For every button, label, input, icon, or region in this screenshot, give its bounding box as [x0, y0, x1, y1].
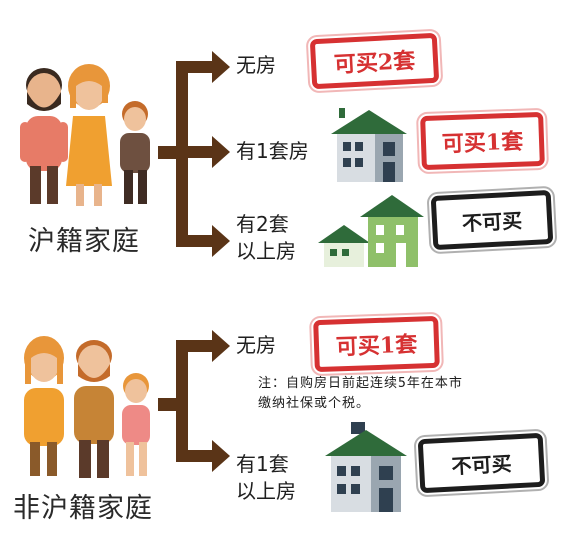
note-line-2: 缴纳社保或个税。	[258, 396, 371, 411]
house-icon	[331, 108, 407, 182]
option-label-one-house: 有1套房	[236, 139, 309, 163]
stamp-cannot-buy: 不可买	[417, 432, 546, 494]
house-icon	[325, 422, 407, 512]
stamp-can-buy-one: 可买1套	[313, 315, 440, 373]
family-illustration-icon	[24, 336, 150, 478]
note-line-1: 注：自购房日前起连续5年在本市	[258, 376, 463, 391]
family-type-label: 沪籍家庭	[28, 226, 140, 257]
stamp-can-buy-two: 可买2套	[309, 32, 440, 90]
option-label-one-plus-line2: 以上房	[236, 479, 296, 503]
family-illustration-icon	[20, 64, 150, 206]
houses-icon	[318, 195, 424, 267]
stamp-can-buy-one: 可买1套	[420, 111, 545, 171]
option-label-no-house: 无房	[236, 53, 276, 77]
bracket-arrow-icon	[158, 51, 230, 257]
option-label-no-house: 无房	[236, 333, 276, 357]
option-label-one-plus-line1: 有1套	[236, 452, 289, 476]
stamp-cannot-buy: 不可买	[430, 189, 554, 251]
option-label-two-plus-line2: 以上房	[236, 239, 296, 263]
bracket-arrow-icon	[158, 330, 230, 472]
family-type-label: 非沪籍家庭	[13, 493, 153, 524]
option-label-two-plus-line1: 有2套	[236, 212, 289, 236]
